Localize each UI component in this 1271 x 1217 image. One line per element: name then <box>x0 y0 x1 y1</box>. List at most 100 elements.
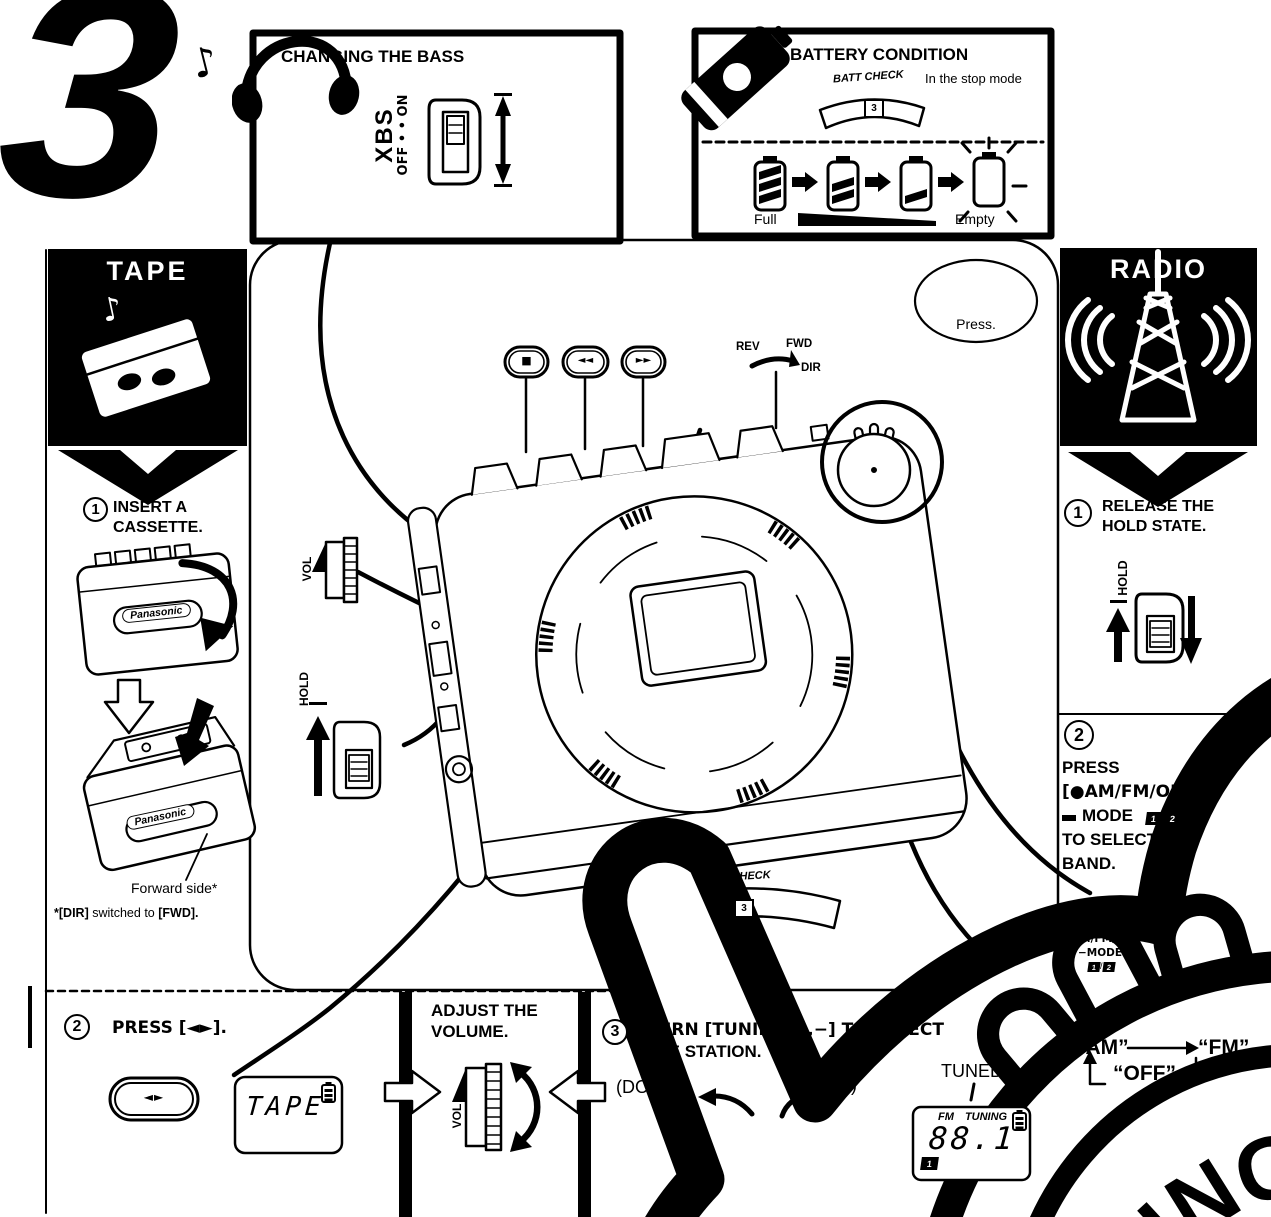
mode-label: MODE <box>1082 806 1133 825</box>
radio-lcd-header: FM TUNING <box>938 1111 1007 1123</box>
tape-step1-number: 1 <box>83 497 108 522</box>
preset2-icon: 2 <box>1164 811 1182 825</box>
battery-box-title: BATTERY CONDITION <box>790 45 969 64</box>
stop-mode-note: In the stop mode <box>925 71 1022 86</box>
xbs-range-label: OFF • • ON <box>396 94 412 176</box>
tuned-label: TUNED <box>941 1061 1003 1081</box>
lcd-preset-icon: 1 <box>920 1157 939 1170</box>
preset1-icon: 1 <box>1144 811 1162 825</box>
edge-mark <box>28 986 32 1048</box>
band-cycle-arrows <box>1083 1041 1199 1087</box>
direction-button-art <box>108 612 1271 1217</box>
radio-step1-number: 1 <box>1064 499 1092 527</box>
transport-button-callouts <box>503 345 800 454</box>
volume-line2: VOLUME. <box>431 1022 509 1041</box>
then-arrow <box>103 678 155 735</box>
cycle-fm: “FM” <box>1198 1036 1250 1059</box>
radio-step2-number: 2 <box>1064 720 1094 750</box>
batt-check-bottom-badge: 3 <box>734 899 754 918</box>
radio-press-label: PRESS <box>1062 758 1120 777</box>
battery-level-row <box>753 136 1028 226</box>
direction-button-glyph: ◄► <box>143 1090 165 1104</box>
radio-step1-line2: HOLD STATE. <box>1102 518 1207 535</box>
tuning-knobs-art <box>554 756 1271 1217</box>
tape-step1-line2: CASSETTE. <box>113 519 203 536</box>
cycle-am: “AM” <box>1075 1036 1129 1059</box>
press-callout <box>913 258 1271 1217</box>
radio-hold-art <box>1106 592 1202 664</box>
hold-callout-label: HOLD <box>297 672 311 706</box>
tuning-line2: THE STATION. <box>646 1042 762 1061</box>
forward-side-label: Forward side* <box>131 880 218 896</box>
lcd-band: FM <box>938 1111 954 1123</box>
down-label: (DOWN) <box>616 1077 685 1097</box>
lcd-frequency: 88.1 <box>927 1121 1017 1157</box>
radio-flow-arrow <box>1068 452 1248 507</box>
corner-mark <box>62 0 88 15</box>
footnote-fwd: [FWD]. <box>158 906 199 920</box>
footnote-mid: switched to <box>88 906 159 920</box>
tuning-knob-emphasis <box>820 400 944 524</box>
tape-step2-number: 2 <box>64 1014 90 1040</box>
bass-box-title: CHANGING THE BASS <box>281 47 465 66</box>
insert-arrow <box>175 698 214 766</box>
tape-step2-label: PRESS [◄►]. <box>112 1018 227 1038</box>
ff-button-glyph: ►► <box>635 355 652 366</box>
vol-dial-callout <box>312 536 359 604</box>
xbs-label: XBS <box>371 107 398 163</box>
fwd-label: FWD <box>786 338 813 350</box>
volume-line1: ADJUST THE <box>431 1001 538 1020</box>
dir-footnote: *[DIR] switched to [FWD]. <box>54 906 198 920</box>
hold-switch-callout <box>306 702 382 800</box>
band-button-line2: MODE 1/2 ] <box>1062 806 1197 826</box>
radio-to-select: TO SELECT THE <box>1062 830 1196 849</box>
forward-side-leader <box>185 833 208 881</box>
lcd-mode: TUNING <box>964 1111 1008 1123</box>
footnote-dir: [DIR] <box>58 906 89 920</box>
press-label: Press. <box>956 316 996 332</box>
knob-small-label3: 1/2 <box>1087 961 1116 972</box>
volume-section-art <box>383 992 607 1217</box>
tape-lcd-text: TAPE <box>244 1092 326 1122</box>
cassette-icon <box>81 319 211 417</box>
xbs-switch-art <box>427 93 512 187</box>
band-button-line1: [●AM/FM/OFF, <box>1062 782 1198 802</box>
rewind-button-glyph: ◄◄ <box>577 355 594 366</box>
cycle-off: “OFF” <box>1113 1062 1176 1085</box>
mode-dash-icon <box>1062 815 1076 821</box>
small-preset2-icon: 2 <box>1101 961 1116 972</box>
radio-panel-title: RADIO <box>1110 254 1207 284</box>
radio-step1-line1: RELEASE THE <box>1102 498 1215 515</box>
full-empty-wedge <box>798 213 936 226</box>
lcd-battery-icon <box>321 1082 336 1103</box>
small-preset1-icon: 1 <box>1087 961 1101 972</box>
batt-check-number-badge: 3 <box>864 99 884 118</box>
headphones-icon <box>232 35 360 123</box>
radio-hold-label: HOLD <box>1116 560 1130 596</box>
xbs-label-block: XBS OFF • • ON <box>371 80 442 190</box>
tape-step1-line1: INSERT A <box>113 499 188 516</box>
preset-sep: / <box>1160 806 1166 825</box>
dir-label: DIR <box>801 362 821 374</box>
rev-label: REV <box>736 341 760 353</box>
empty-label: Empty <box>955 211 995 227</box>
footnote-star: * <box>54 906 59 920</box>
knob-small-label1: ·AM/FM/OFF <box>1068 933 1140 945</box>
tuning-step-number: 3 <box>602 1019 628 1045</box>
vol-callout-label: VOL <box>300 556 314 582</box>
tape-panel-title: TAPE <box>106 256 189 286</box>
stop-button-glyph: ■ <box>521 354 532 367</box>
radio-band-label: BAND. <box>1062 854 1116 873</box>
walkman-open-art <box>82 716 257 872</box>
battery-cell-icon <box>681 25 793 131</box>
full-label: Full <box>754 211 777 227</box>
bracket-close: ] <box>1191 806 1197 825</box>
tape-lcd-frame <box>233 1075 344 1155</box>
small-preset-sep: / <box>1100 961 1103 971</box>
knob-small-label2: −MODE <box>1078 947 1123 959</box>
tuning-line1: TURN [TUNING,+,−] TO SELECT <box>646 1020 944 1040</box>
up-label: (UP) <box>820 1075 857 1095</box>
volume-dial-label: VOL <box>450 1103 464 1129</box>
